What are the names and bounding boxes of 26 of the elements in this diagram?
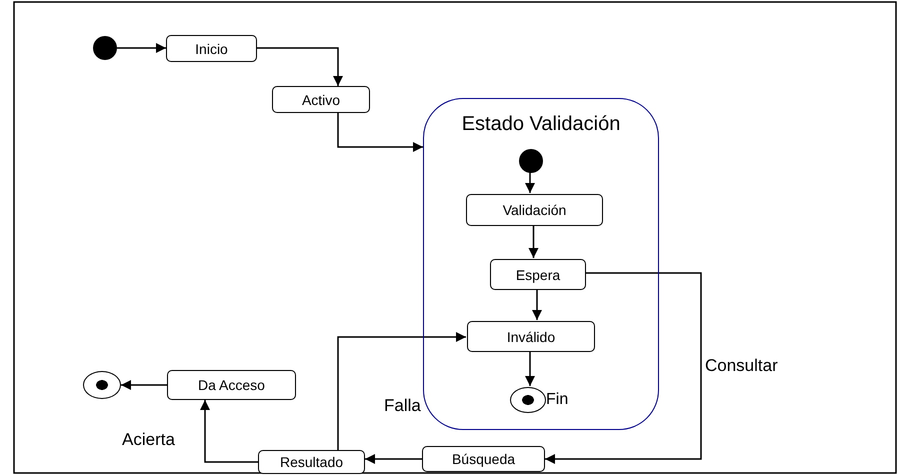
initial-state [93,36,117,60]
state-caption: Fin [546,391,568,409]
transition-arrow [121,380,167,390]
transition-arrow [525,351,535,386]
state-box: Búsqueda [422,446,545,472]
transition-arrow [337,113,423,152]
state-box: Inválido [467,321,595,352]
transition-arrow [532,289,542,320]
final-state [83,371,121,399]
transition-arrow [528,225,538,258]
state-box: Espera [490,259,586,290]
state-title: Estado Validación [460,113,622,136]
initial-state [519,149,543,173]
transition-arrow [337,332,466,450]
transition-arrow [365,454,422,464]
composite-state [423,98,659,430]
state-box: Resultado [258,450,365,474]
transition-arrow [200,400,258,463]
transition-arrow [545,272,702,464]
transition-arrow [117,43,166,53]
state-box: Inicio [166,35,257,62]
state-box: Activo [272,86,370,113]
state-box: Validación [466,194,603,226]
transition-arrow [257,47,343,86]
state-box: Da Acceso [167,370,296,400]
transition-arrow [525,172,535,193]
